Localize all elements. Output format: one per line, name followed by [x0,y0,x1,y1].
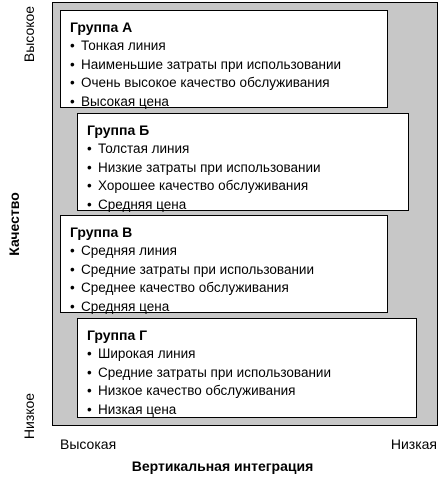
group-g-item: •Средние затраты при использовании [87,364,416,383]
group-v-item: •Среднее качество обслуживания [70,279,387,298]
bullet-icon: • [87,178,92,193]
group-g-title: Группа Г [87,327,148,343]
group-a-item: •Наименьшие затраты при использовании [70,56,387,75]
bullet-icon: • [70,243,75,258]
group-v-item: •Средние затраты при использовании [70,261,387,280]
y-axis-low-label: Низкое [21,392,37,440]
group-v-item: •Средняя линия [70,242,387,261]
group-b-item: •Низкие затраты при использовании [87,159,408,178]
group-a-item: •Высокая цена [70,93,387,112]
bullet-icon: • [87,401,92,417]
x-axis-low-label: Низкая [390,436,437,452]
bullet-icon: • [87,383,92,398]
bullet-icon: • [87,159,92,175]
bullet-icon: • [70,56,75,72]
group-g-box: Группа Г •Широкая линия •Средние затраты… [77,318,417,418]
y-axis-title: Качество [6,192,22,256]
group-b-item: •Хорошее качество обслуживания [87,177,408,196]
group-a-item: •Очень высокое качество обслуживания [70,74,387,93]
group-a-box: Группа А •Тонкая линия •Наименьшие затра… [60,10,388,109]
group-g-item: •Низкое качество обслуживания [87,382,416,401]
bullet-icon: • [70,75,75,90]
y-axis-high-label: Высокое [21,5,37,63]
bullet-icon: • [70,261,75,277]
x-axis-title: Вертикальная интеграция [131,458,314,474]
group-v-title: Группа В [70,224,133,240]
group-a-title: Группа А [70,19,133,35]
bullet-icon: • [70,298,75,314]
x-axis-high-label: Высокая [60,436,117,452]
group-b-box: Группа Б •Толстая линия •Низкие затраты … [77,113,409,212]
bullet-icon: • [87,141,92,156]
bullet-icon: • [70,280,75,295]
bullet-icon: • [87,364,92,380]
group-b-item: •Средняя цена [87,196,408,215]
bullet-icon: • [70,38,75,53]
bullet-icon: • [87,196,92,212]
group-g-item: •Широкая линия [87,345,416,364]
group-a-item: •Тонкая линия [70,37,387,56]
group-v-item: •Средняя цена [70,298,387,317]
group-b-item: •Толстая линия [87,140,408,159]
bullet-icon: • [70,93,75,109]
group-b-title: Группа Б [87,122,150,138]
bullet-icon: • [87,346,92,361]
group-v-box: Группа В •Средняя линия •Средние затраты… [60,215,388,314]
group-g-item: •Низкая цена [87,401,416,420]
